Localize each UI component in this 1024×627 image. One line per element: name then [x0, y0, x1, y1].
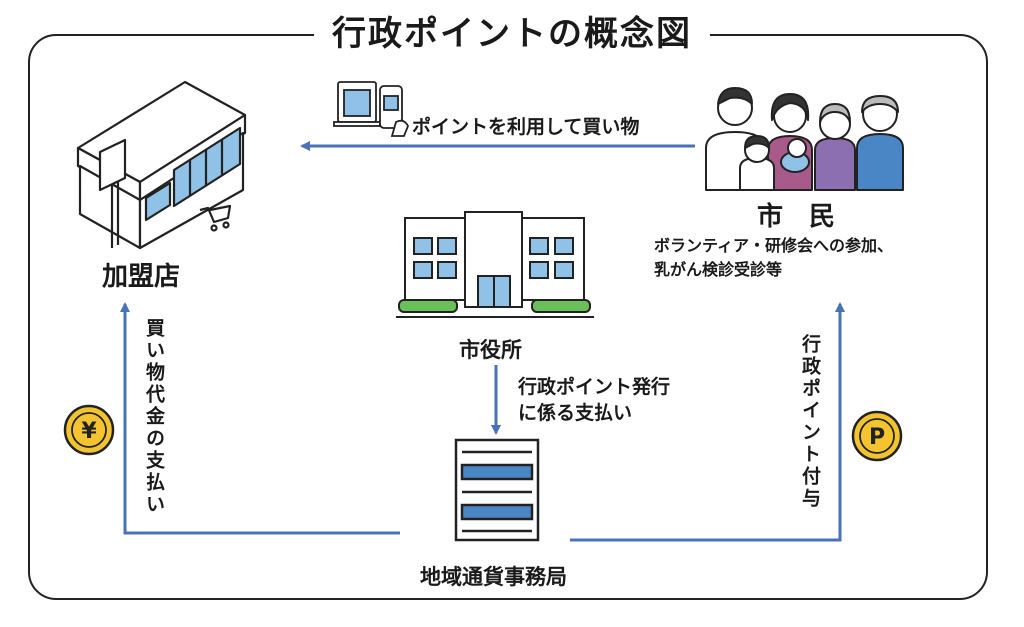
yen-symbol: ¥	[81, 419, 97, 444]
title-wrap: 行政ポイントの概念図	[0, 6, 1024, 55]
arrow-bureau-to-store	[120, 302, 400, 535]
citizen-activities: ボランティア・研修会への参加、 乳がん検診受診等	[654, 234, 893, 282]
citizens-label: 市 民	[757, 202, 836, 232]
city-hall-label: 市役所	[459, 338, 522, 362]
issuance-payment-line-2: に係る支払い	[518, 402, 633, 424]
yen-coin-icon: ¥	[63, 404, 115, 456]
shopping-flow-label: ポイントを利用して買い物	[412, 116, 640, 138]
point-coin-icon: P	[851, 410, 903, 462]
city-hall-icon	[396, 211, 594, 318]
citizen-activity-line-1: ボランティア・研修会への参加、	[654, 236, 894, 255]
diagram-title: 行政ポイントの概念図	[314, 6, 710, 55]
citizens-icon	[705, 87, 904, 191]
store-icon	[76, 80, 247, 250]
purchase-payment-label: 買い物代金の支払い	[143, 318, 165, 516]
issuance-payment-line-1: 行政ポイント発行	[518, 376, 671, 398]
store-label: 加盟店	[102, 262, 181, 292]
bureau-label: 地域通貨事務局	[420, 565, 567, 589]
issuance-payment-label: 行政ポイント発行 に係る支払い	[518, 374, 670, 426]
arrow-bureau-to-citizens	[570, 302, 845, 542]
point-symbol: P	[869, 425, 885, 450]
citizen-activity-line-2: 乳がん検診受診等	[654, 260, 783, 279]
bureau-icon	[454, 438, 540, 542]
point-grant-label: 行政ポイント付与	[799, 334, 821, 510]
qr-payment-icon	[333, 81, 409, 137]
